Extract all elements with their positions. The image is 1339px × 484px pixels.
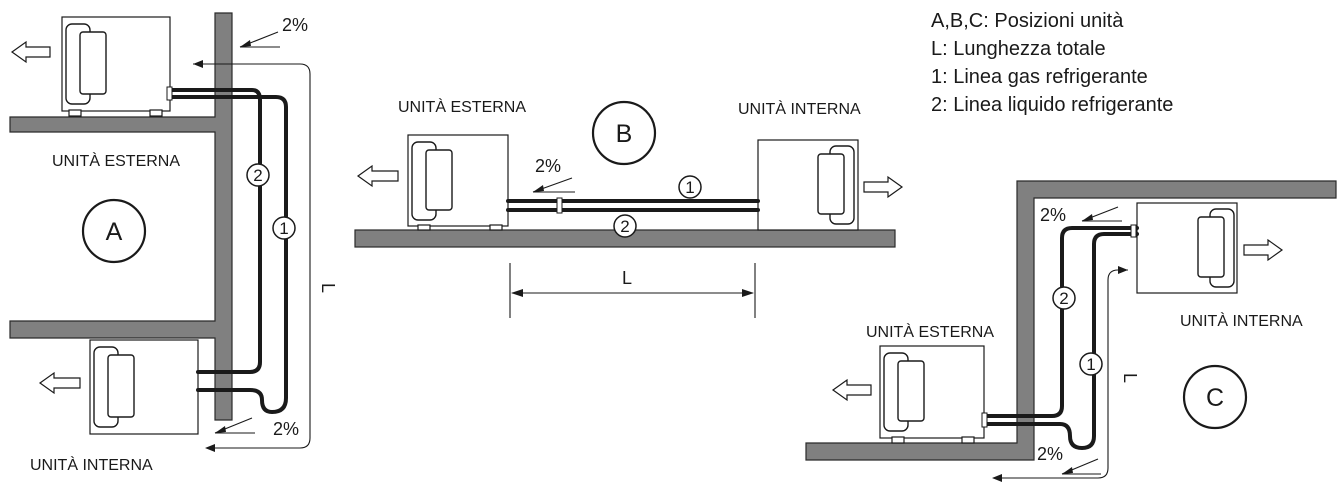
airflow-arrow-icon (10, 40, 51, 64)
indoor-unit-label-b: UNITÀ INTERNA (738, 99, 861, 118)
gas-line-marker (272, 216, 296, 240)
length-label-a: L (318, 283, 338, 293)
position-b-letter: B (616, 120, 633, 148)
length-dimension-c (993, 269, 1128, 479)
position-a-group: 2 1 L 2% 2% UNITÀ ESTERNA UNITÀ INTERNA … (9, 12, 338, 474)
airflow-arrow-icon (831, 378, 872, 402)
liquid-line-marker (246, 163, 270, 187)
wall-c (805, 180, 1337, 461)
gas-line-marker (678, 175, 702, 199)
indoor-unit-label-a: UNITÀ INTERNA (30, 455, 153, 474)
position-c-marker (1182, 364, 1248, 430)
outdoor-unit-label-a: UNITÀ ESTERNA (52, 151, 180, 170)
slope-label-a-top: 2% (282, 15, 308, 35)
length-dimension-a (193, 63, 311, 449)
liquid-line-marker (1052, 286, 1076, 310)
gas-line-number: 1 (1086, 355, 1095, 374)
indoor-unit-b (757, 139, 904, 231)
liquid-line-number: 2 (253, 166, 262, 185)
airflow-arrow-icon (1243, 238, 1284, 262)
gas-line-number: 1 (685, 178, 694, 197)
slope-label-a-bottom: 2% (273, 419, 299, 439)
legend: A,B,C: Posizioni unità L: Lunghezza tota… (931, 10, 1173, 116)
outdoor-unit-label-c: UNITÀ ESTERNA (866, 322, 994, 341)
length-label-c: L (1120, 373, 1140, 383)
liquid-line-c (982, 226, 1139, 418)
position-a-letter: A (106, 218, 123, 246)
gas-line-marker (1079, 352, 1103, 376)
position-b-group: 1 2 2% L UNITÀ ESTERNA UNITÀ INTERNA B (354, 97, 904, 318)
gas-line-c (982, 232, 1139, 450)
outdoor-unit-b (356, 134, 509, 231)
airflow-arrow-icon (863, 175, 904, 199)
gas-line-a (168, 95, 288, 414)
length-label-b: L (622, 268, 632, 288)
outdoor-unit-label-b: UNITÀ ESTERNA (398, 97, 526, 116)
legend-liquid-line: 2: Linea liquido refrigerante (931, 94, 1173, 116)
airflow-arrow-icon (356, 164, 399, 188)
wall-a (9, 12, 233, 421)
indoor-unit-c (1136, 202, 1284, 294)
liquid-line-number: 2 (620, 217, 629, 236)
liquid-line-number: 2 (1059, 289, 1068, 308)
indoor-unit-a (38, 339, 199, 435)
liquid-line-a (168, 88, 262, 374)
outdoor-unit-c (831, 345, 985, 444)
outdoor-unit-a (10, 16, 171, 117)
gas-line-number: 1 (279, 219, 288, 238)
indoor-unit-label-c: UNITÀ INTERNA (1180, 311, 1303, 330)
position-c-letter: C (1206, 384, 1224, 412)
legend-length: L: Lunghezza totale (931, 38, 1106, 60)
position-a-marker (81, 198, 147, 264)
legend-positions: A,B,C: Posizioni unità (931, 10, 1124, 32)
slope-label-c-bottom: 2% (1037, 444, 1063, 464)
airflow-arrow-icon (38, 371, 81, 395)
position-b-marker (591, 100, 657, 166)
slope-label-b: 2% (535, 156, 561, 176)
slope-label-c-top: 2% (1040, 205, 1066, 225)
liquid-line-marker (613, 214, 637, 238)
position-c-group: 2 1 L 2% 2% UNITÀ ESTERNA UNITÀ INTERNA … (805, 180, 1337, 482)
legend-gas-line: 1: Linea gas refrigerante (931, 66, 1148, 88)
